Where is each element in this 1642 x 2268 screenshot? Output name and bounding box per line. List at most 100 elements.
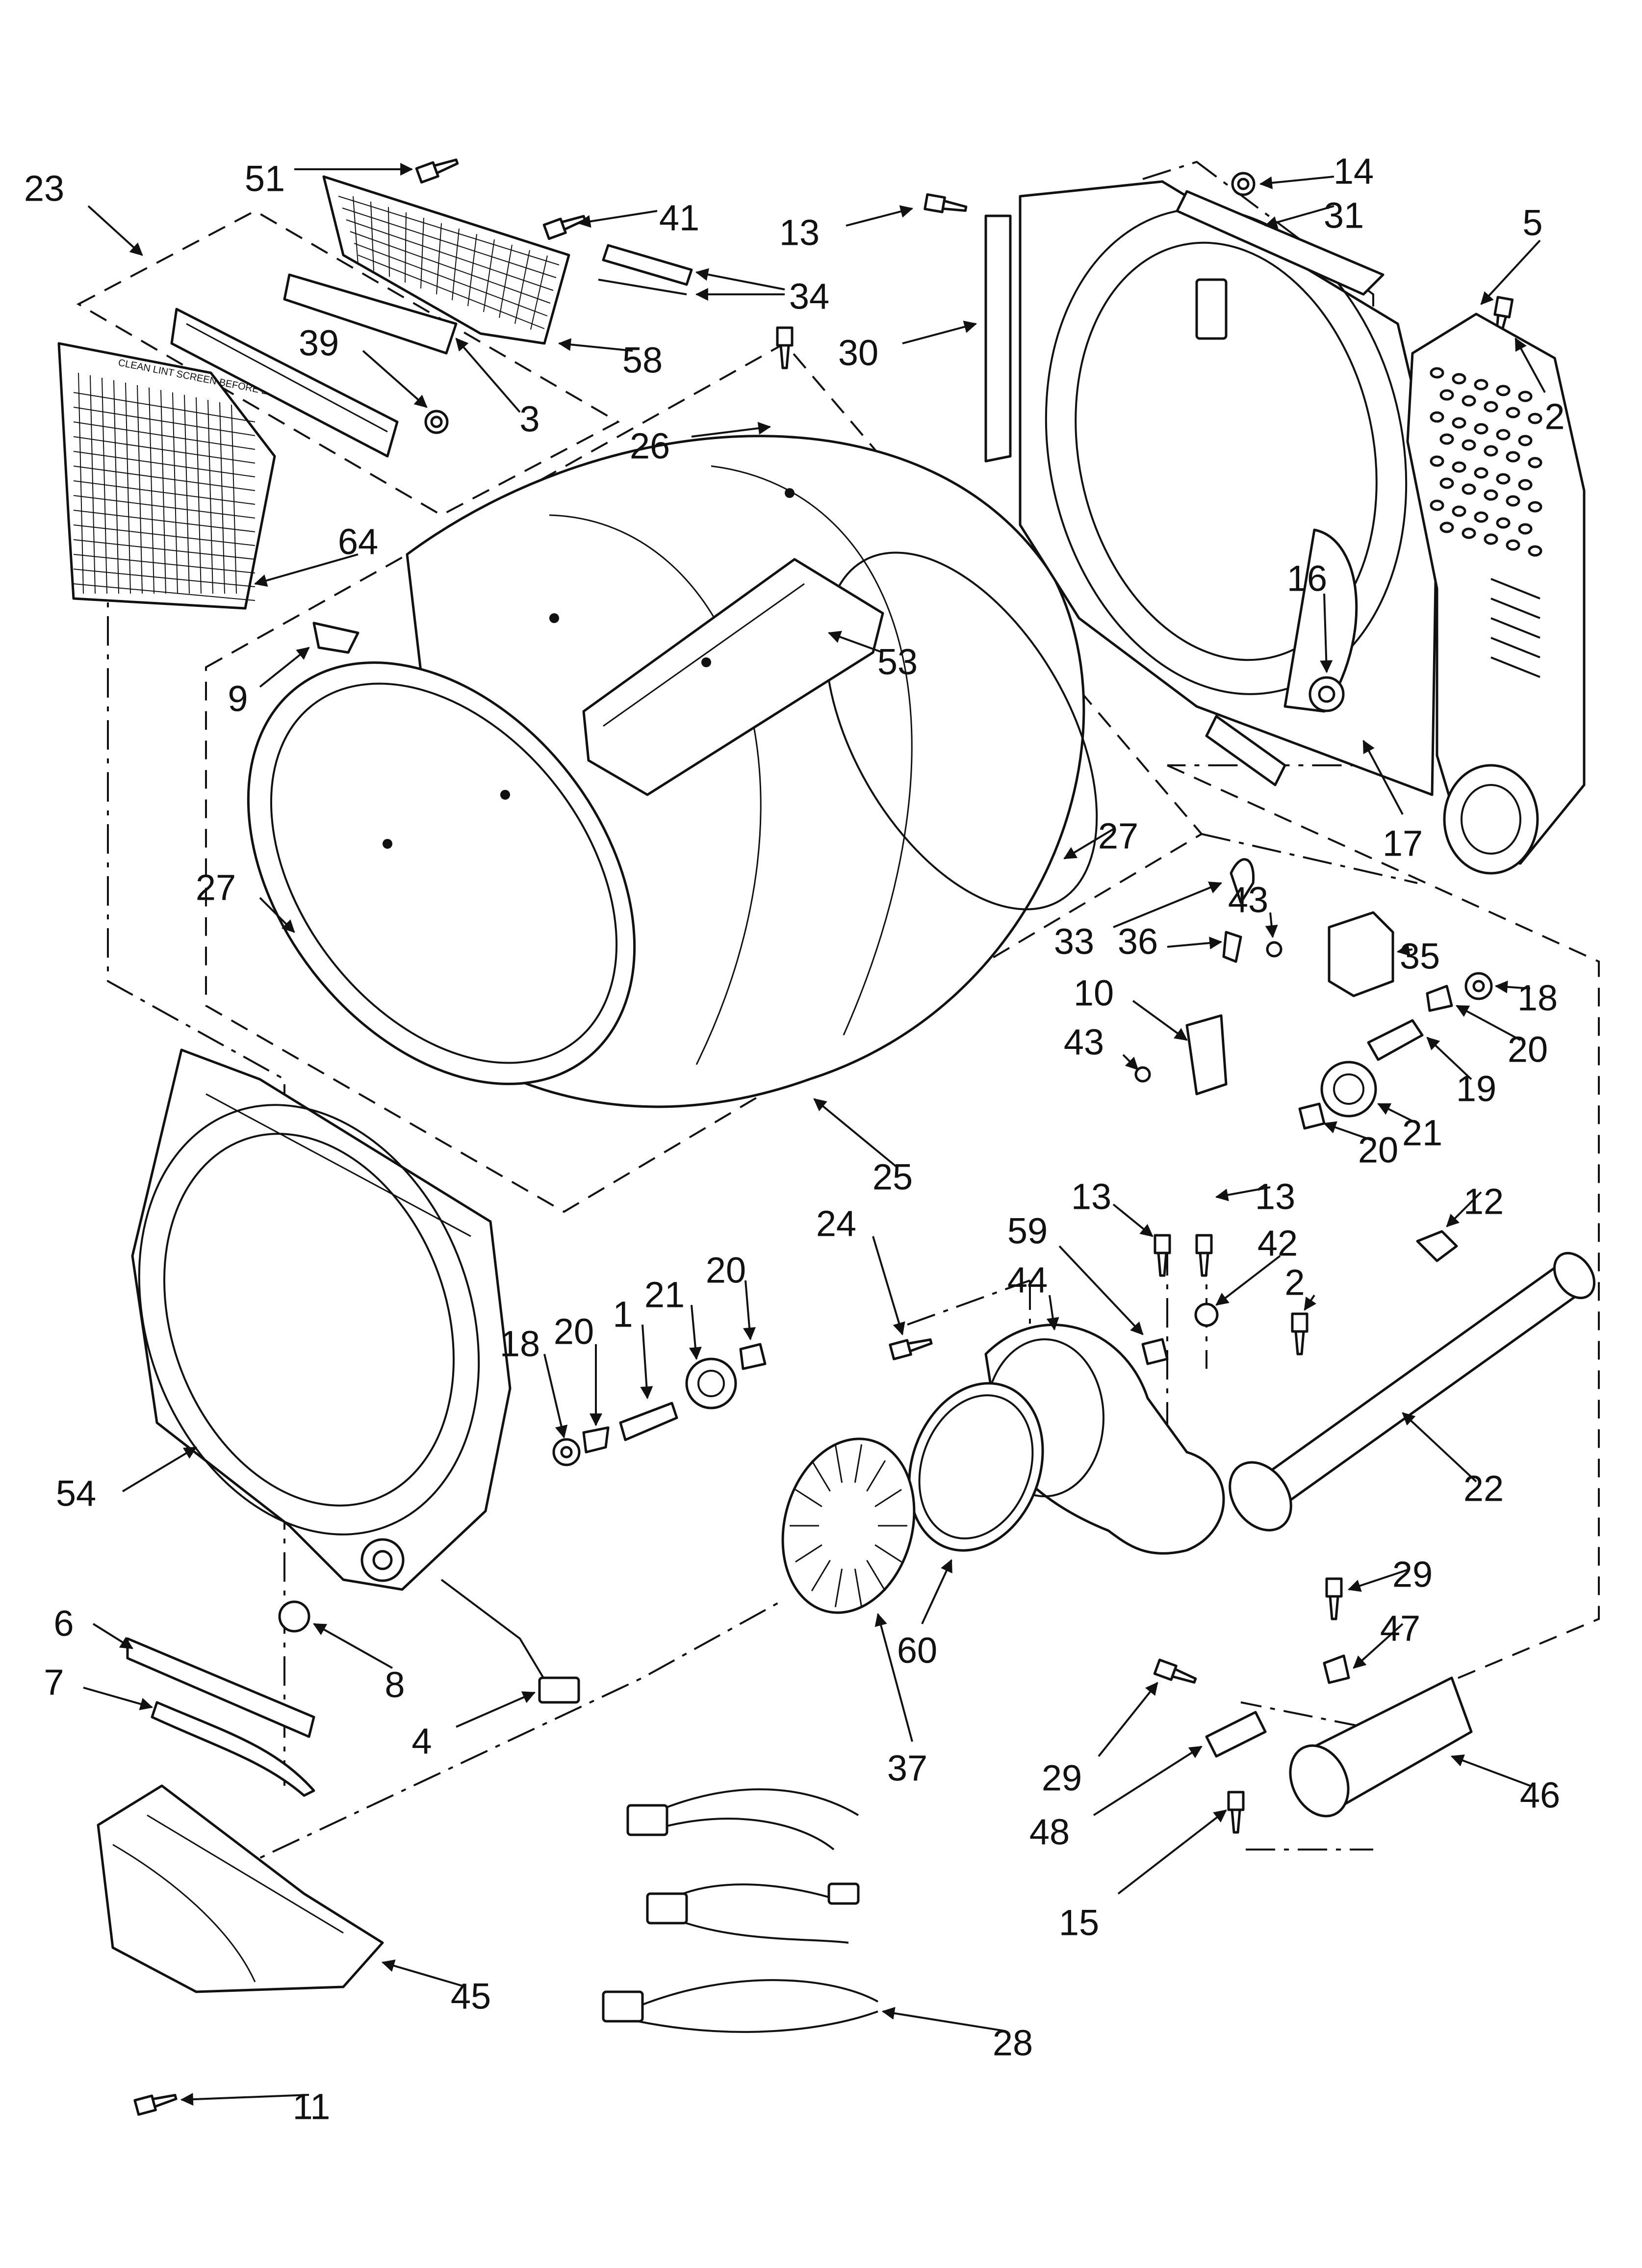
igniter-bulb <box>1230 858 1255 904</box>
drum-baffle <box>582 558 884 796</box>
callout-2: 2 <box>1284 1262 1305 1303</box>
front-harness-wire <box>440 1579 550 1689</box>
callout-2: 2 <box>1544 396 1565 437</box>
callout-59: 59 <box>1007 1211 1048 1251</box>
drum <box>247 435 1098 1108</box>
callout-14: 14 <box>1334 151 1374 192</box>
screw-icon <box>1266 941 1283 958</box>
heater-louvers <box>1490 578 1540 678</box>
grouping-outlines <box>76 160 1600 1875</box>
callout-20: 20 <box>1508 1029 1548 1070</box>
callout-8: 8 <box>385 1665 405 1705</box>
callout-34: 34 <box>789 276 829 317</box>
callout-53: 53 <box>877 642 918 682</box>
screw-icon <box>1153 1658 1197 1684</box>
roller-axle <box>619 1402 678 1441</box>
blower-wheel-vanes <box>790 1444 907 1607</box>
callout-43: 43 <box>1064 1022 1104 1063</box>
screw-icon <box>889 1338 933 1360</box>
screw-icon <box>1231 172 1256 196</box>
callout-27: 27 <box>1098 816 1138 857</box>
lint-housing-top <box>322 175 570 345</box>
callout-51: 51 <box>245 158 285 199</box>
rear-bracket <box>984 214 1012 463</box>
lint-screen-mesh <box>73 372 256 601</box>
callout-27: 27 <box>196 867 236 908</box>
drum-front-rim <box>247 661 636 1085</box>
callout-19: 19 <box>1456 1069 1496 1109</box>
callout-11: 11 <box>293 2086 331 2127</box>
callout-60: 60 <box>897 1630 937 1671</box>
callout-23: 23 <box>24 168 64 209</box>
callout-58: 58 <box>622 340 663 381</box>
callout-15: 15 <box>1059 1903 1099 1943</box>
front-roller-set <box>552 1343 767 1466</box>
callout-54: 54 <box>56 1473 96 1514</box>
callout-31: 31 <box>1324 195 1364 236</box>
screws <box>133 158 1514 2116</box>
callout-18: 18 <box>500 1324 540 1364</box>
lint-channel <box>283 273 458 355</box>
screw-icon <box>1195 1234 1213 1277</box>
terminal-block <box>1328 911 1394 997</box>
callout-42: 42 <box>1257 1223 1298 1264</box>
sensor-cluster <box>1185 858 1493 1130</box>
blower-seal <box>908 1382 1044 1552</box>
callout-48: 48 <box>1029 1812 1070 1852</box>
callout-17: 17 <box>1383 823 1423 864</box>
blower-wheel <box>781 1437 916 1614</box>
callout-33: 33 <box>1054 921 1094 962</box>
heater-housing <box>1406 313 1586 875</box>
callout-13: 13 <box>1255 1176 1295 1217</box>
duct-seal-strip <box>602 244 693 286</box>
front-bulkhead <box>126 1048 580 1797</box>
callout-41: 41 <box>659 198 699 238</box>
callout-9: 9 <box>228 678 248 719</box>
callout-leaders <box>83 163 1546 2106</box>
callout-20: 20 <box>706 1250 746 1291</box>
screw-icon <box>542 215 587 240</box>
callout-7: 7 <box>44 1662 64 1703</box>
drum-roller-axle <box>1367 1019 1424 1061</box>
callout-20: 20 <box>1358 1130 1398 1171</box>
screw-icon <box>133 2094 178 2116</box>
screw-icon <box>1227 1791 1245 1834</box>
front-glide-bracket <box>126 1637 315 1738</box>
blower-housing <box>984 1324 1225 1555</box>
front-glide-strip <box>151 1701 315 1797</box>
drum-roller-front <box>685 1357 737 1409</box>
rear-panel-top-strip <box>1176 190 1385 296</box>
callout-47: 47 <box>1380 1608 1420 1649</box>
callout-46: 46 <box>1520 1775 1560 1816</box>
screw-icon <box>1291 1312 1308 1356</box>
callout-5: 5 <box>1522 203 1542 243</box>
screw-icon <box>776 326 794 369</box>
callout-29: 29 <box>1392 1554 1433 1595</box>
callout-24: 24 <box>816 1203 856 1244</box>
callout-18: 18 <box>1517 978 1558 1018</box>
callout-36: 36 <box>1118 921 1158 962</box>
callout-43: 43 <box>1228 880 1268 920</box>
callout-39: 39 <box>299 323 339 364</box>
callout-3: 3 <box>519 399 539 440</box>
heater-outlet <box>1443 764 1539 875</box>
callout-16: 16 <box>1287 558 1327 599</box>
screw-icon <box>1154 1234 1171 1277</box>
callout-25: 25 <box>872 1157 913 1198</box>
callout-45: 45 <box>451 1976 491 2017</box>
screw-icon <box>1134 1066 1151 1083</box>
callout-6: 6 <box>53 1603 74 1644</box>
lint-chute <box>97 1784 384 1993</box>
callout-30: 30 <box>838 333 878 373</box>
screw-icon <box>1325 1577 1343 1620</box>
callout-10: 10 <box>1074 973 1114 1014</box>
callout-26: 26 <box>630 426 670 467</box>
callout-13: 13 <box>779 212 820 253</box>
callout-44: 44 <box>1007 1260 1048 1301</box>
screw-icon <box>924 193 968 213</box>
rear-bulkhead <box>984 180 1438 796</box>
callout-28: 28 <box>993 2023 1033 2063</box>
screw-icon <box>415 158 459 184</box>
callout-29: 29 <box>1042 1758 1082 1799</box>
